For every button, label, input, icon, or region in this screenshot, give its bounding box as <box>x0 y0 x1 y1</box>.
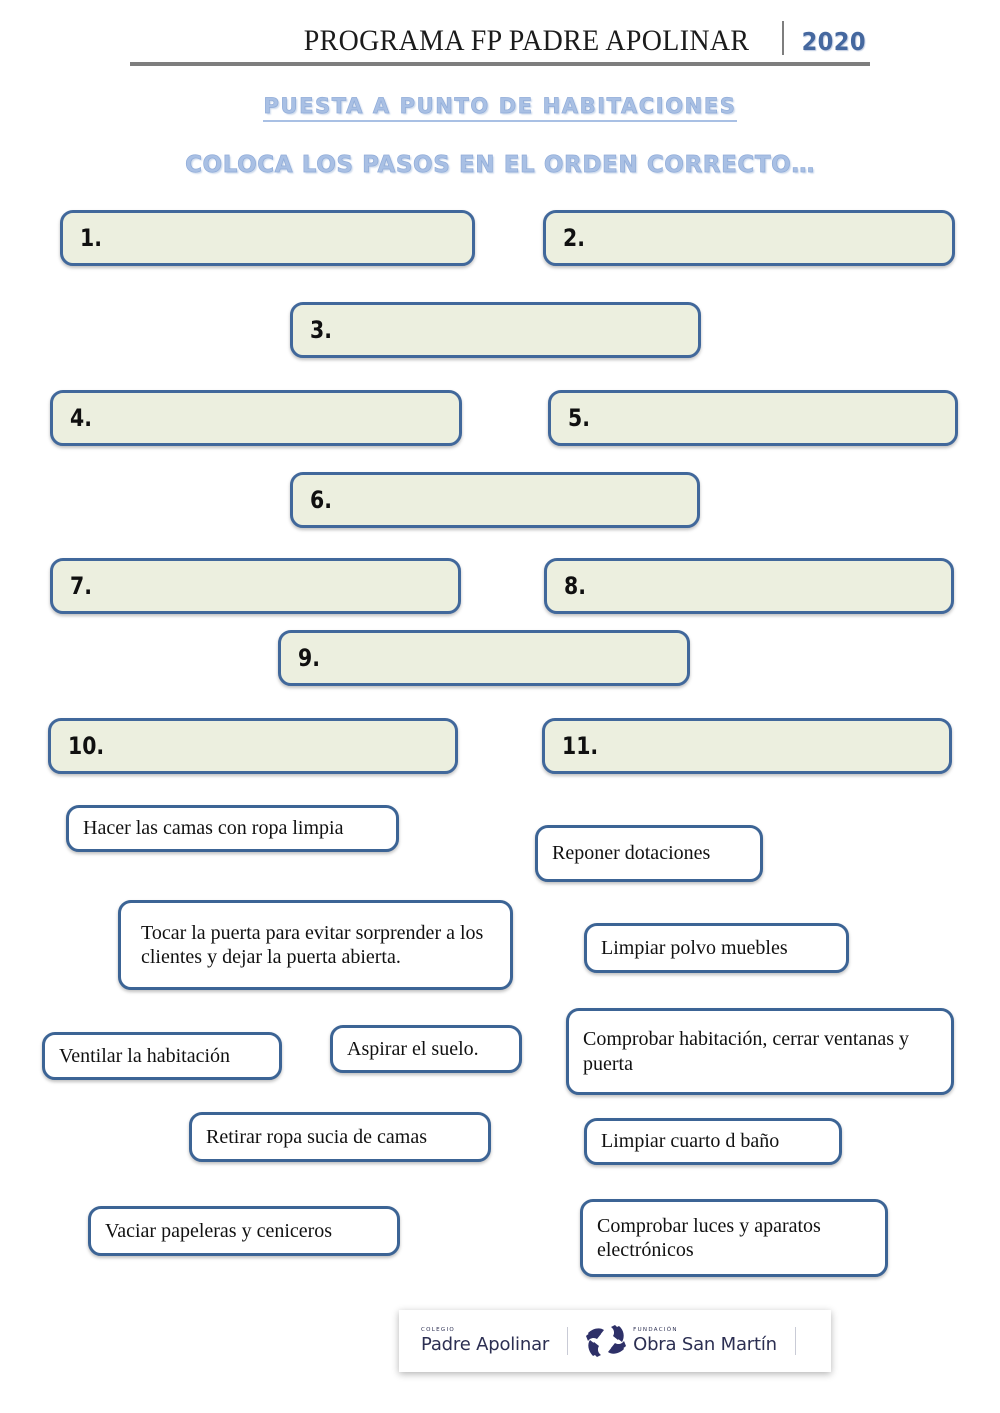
answer-card-text: Ventilar la habitación <box>59 1044 231 1067</box>
worksheet-subheading: COLOCA LOS PASOS EN EL ORDEN CORRECTO… <box>185 152 815 179</box>
header-rule <box>130 62 870 66</box>
slot-number: 8. <box>564 572 586 600</box>
hands-heart-icon <box>586 1325 627 1357</box>
slot-number: 2. <box>563 224 585 252</box>
slot-9[interactable]: 9. <box>278 630 690 686</box>
answer-card-text: Aspirar el suelo. <box>347 1037 479 1060</box>
answer-card-text: Retirar ropa sucia de camas <box>206 1125 428 1148</box>
logo-kicker: FUNDACIÓN <box>633 1327 678 1334</box>
answer-card[interactable]: Ventilar la habitación <box>42 1032 282 1080</box>
answer-card[interactable]: Limpiar cuarto d baño <box>584 1118 842 1165</box>
slot-4[interactable]: 4. <box>50 390 462 446</box>
header-title-row: PROGRAMA FP PADRE APOLINAR 2020 <box>130 16 870 58</box>
slot-2[interactable]: 2. <box>543 210 955 266</box>
slot-number: 4. <box>70 404 92 432</box>
footer-logo-bar: COLEGIO Padre Apolinar FUNDACIÓN Obra Sa… <box>399 1310 831 1372</box>
slot-1[interactable]: 1. <box>60 210 475 266</box>
answer-card[interactable]: Limpiar polvo muebles <box>584 923 849 973</box>
answer-card-text: Tocar la puerta para evitar sorprender a… <box>141 921 484 968</box>
slot-8[interactable]: 8. <box>544 558 954 614</box>
answer-card-text: Vaciar papeleras y ceniceros <box>105 1219 333 1242</box>
answer-card-text: Comprobar luces y aparatos electrónicos <box>597 1214 821 1261</box>
slot-3[interactable]: 3. <box>290 302 701 358</box>
slot-number: 3. <box>310 316 332 344</box>
slot-7[interactable]: 7. <box>50 558 461 614</box>
answer-card-text: Limpiar cuarto d baño <box>601 1130 780 1153</box>
page-header: PROGRAMA FP PADRE APOLINAR 2020 <box>0 0 1000 80</box>
slot-number: 10. <box>68 732 105 760</box>
logo-divider <box>567 1327 569 1355</box>
slot-number: 9. <box>298 644 320 672</box>
answer-card[interactable]: Tocar la puerta para evitar sorprender a… <box>118 900 513 990</box>
answer-card-text: Hacer las camas con ropa limpia <box>83 817 344 840</box>
header-year: 2020 <box>801 27 867 56</box>
answer-card[interactable]: Vaciar papeleras y ceniceros <box>88 1206 400 1256</box>
logo-kicker: COLEGIO <box>421 1327 456 1334</box>
slot-number: 7. <box>70 572 92 600</box>
logo-colegio-padre-apolinar: COLEGIO Padre Apolinar <box>421 1328 549 1354</box>
answer-card-text: Limpiar polvo muebles <box>601 936 788 959</box>
slot-number: 6. <box>310 486 332 514</box>
answer-card[interactable]: Comprobar luces y aparatos electrónicos <box>580 1199 888 1277</box>
logo-name: Obra San Martín <box>633 1333 777 1355</box>
answer-card[interactable]: Aspirar el suelo. <box>330 1025 522 1073</box>
header-separator <box>782 21 785 55</box>
logo-name: Padre Apolinar <box>421 1333 550 1355</box>
slot-number: 1. <box>80 224 102 252</box>
answer-card[interactable]: Hacer las camas con ropa limpia <box>66 805 399 852</box>
answer-card[interactable]: Retirar ropa sucia de camas <box>189 1112 491 1162</box>
slot-6[interactable]: 6. <box>290 472 700 528</box>
logo-fundacion-obra-san-martin: FUNDACIÓN Obra San Martín <box>584 1324 777 1358</box>
slot-10[interactable]: 10. <box>48 718 458 774</box>
answer-card-text: Comprobar habitación, cerrar ventanas y … <box>583 1028 909 1075</box>
slot-number: 5. <box>568 404 590 432</box>
slot-5[interactable]: 5. <box>548 390 958 446</box>
logo-end-divider <box>794 1327 796 1355</box>
worksheet-heading-text: PUESTA A PUNTO DE HABITACIONES <box>263 94 737 122</box>
answer-card[interactable]: Reponer dotaciones <box>535 825 763 882</box>
page-title: PROGRAMA FP PADRE APOLINAR <box>304 24 750 57</box>
worksheet-heading: PUESTA A PUNTO DE HABITACIONES <box>0 94 1000 122</box>
slot-11[interactable]: 11. <box>542 718 952 774</box>
answer-card[interactable]: Comprobar habitación, cerrar ventanas y … <box>566 1008 954 1095</box>
answer-card-text: Reponer dotaciones <box>552 842 711 865</box>
slot-number: 11. <box>562 732 599 760</box>
